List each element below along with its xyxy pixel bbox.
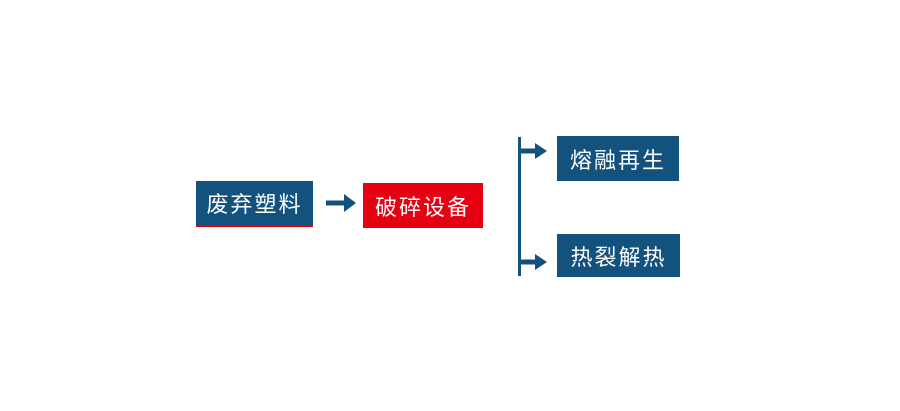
branch-arrow-top-icon — [518, 143, 547, 159]
node-pyrolysis-heat: 热裂解热 — [557, 234, 680, 277]
node-melt-regeneration-label: 熔融再生 — [569, 147, 666, 173]
node-melt-regeneration: 熔融再生 — [557, 136, 679, 181]
node-crushing-equipment: 破碎设备 — [363, 183, 483, 228]
right-arrow-icon — [326, 194, 356, 212]
node-pyrolysis-heat-label: 热裂解热 — [570, 244, 667, 270]
branch-connector-line — [518, 137, 521, 276]
node-waste-plastic: 废弃塑料 — [196, 181, 313, 227]
node-waste-plastic-label: 废弃塑料 — [206, 192, 303, 217]
node-crushing-equipment-label: 破碎设备 — [374, 194, 471, 220]
branch-arrow-bottom-icon — [518, 254, 547, 270]
